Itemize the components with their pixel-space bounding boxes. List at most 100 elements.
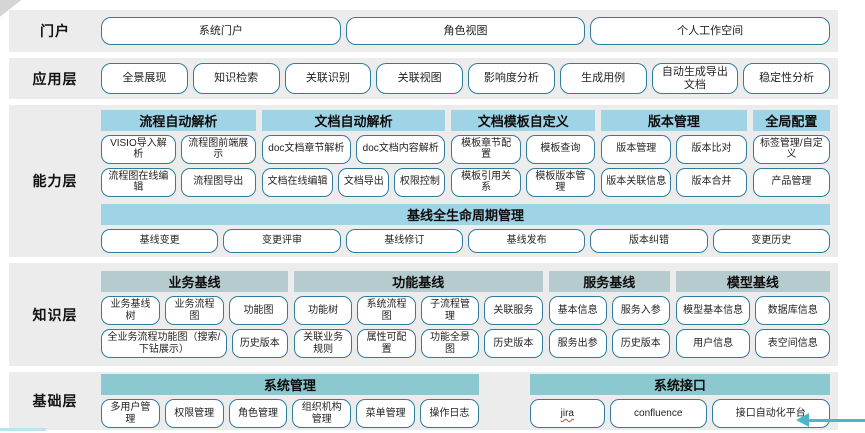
group-baseline-lifecycle: 基线全生命周期管理基线变更变更评审基线修订基线发布版本纠错变更历史 <box>101 203 830 253</box>
section-row: 全景展现知识检索关联识别关联视图影响度分析生成用例自动生成导出文档稳定性分析 <box>101 62 830 95</box>
feature-button[interactable]: 模板引用关系 <box>451 167 521 197</box>
feature-button[interactable]: 关联识别 <box>284 62 372 95</box>
feature-button[interactable]: 版本比对 <box>676 134 747 164</box>
feature-button[interactable]: doc文档内容解析 <box>356 134 446 164</box>
feature-button[interactable]: 属性可配置 <box>357 329 416 358</box>
feature-button[interactable]: 基本信息 <box>548 296 607 325</box>
feature-button[interactable]: 系统门户 <box>101 17 341 45</box>
feature-button[interactable]: 变更历史 <box>712 228 830 253</box>
feature-button[interactable]: 模板版本管理 <box>525 167 596 197</box>
feature-button[interactable]: 功能全景图 <box>420 329 480 358</box>
feature-button[interactable]: 接口自动化平台 <box>711 399 830 428</box>
arrow-shaft <box>809 418 865 422</box>
feature-button[interactable]: 文档在线编辑 <box>261 167 334 197</box>
feature-button[interactable]: 个人工作空间 <box>590 17 831 45</box>
feature-button[interactable]: 模型基本信息 <box>675 296 751 325</box>
feature-button[interactable]: 关联业务规则 <box>293 329 353 358</box>
layer-band-portal: 门户系统门户角色视图个人工作空间 <box>9 10 838 52</box>
group-model-baseline: 模型基线模型基本信息数据库信息用户信息表空间信息 <box>675 271 831 358</box>
group-business-baseline: 业务基线业务基线树业务流程图功能图全业务流程功能图（搜索/下钻展示）历史版本 <box>101 271 288 358</box>
feature-button[interactable]: 操作日志 <box>419 399 479 428</box>
feature-button[interactable]: 表空间信息 <box>755 329 831 358</box>
feature-button[interactable]: 历史版本 <box>611 329 670 358</box>
feature-button[interactable]: 流程图在线编辑 <box>101 167 176 197</box>
feature-button[interactable]: 关联视图 <box>376 62 463 95</box>
button-row: 关联业务规则属性可配置功能全景图历史版本 <box>293 329 543 358</box>
feature-button[interactable]: confluence <box>609 399 707 428</box>
feature-button[interactable]: 组织机构管理 <box>292 399 352 428</box>
feature-button[interactable]: 流程图导出 <box>180 167 256 197</box>
button-row: 基线变更变更评审基线修订基线发布版本纠错变更历史 <box>101 228 830 253</box>
button-row: 用户信息表空间信息 <box>675 329 831 358</box>
feature-button[interactable]: 模板查询 <box>525 134 596 164</box>
button-row: 版本管理版本比对 <box>601 134 747 164</box>
feature-button[interactable]: 流程图前端展示 <box>180 134 256 164</box>
feature-button[interactable]: doc文档章节解析 <box>261 134 352 164</box>
feature-button[interactable]: 多用户管理 <box>101 399 160 428</box>
section-row: 业务基线业务基线树业务流程图功能图全业务流程功能图（搜索/下钻展示）历史版本功能… <box>101 271 831 358</box>
feature-button[interactable]: jira <box>529 399 605 428</box>
feature-button[interactable]: 基线发布 <box>467 228 586 253</box>
group-doc-template-custom: 文档模板自定义模板章节配置模板查询模板引用关系模板版本管理 <box>451 109 596 197</box>
feature-button[interactable]: 服务入参 <box>611 296 670 325</box>
group-header-model-baseline: 模型基线 <box>675 271 830 292</box>
feature-button[interactable]: 基线修订 <box>345 228 463 253</box>
feature-button[interactable]: 菜单管理 <box>356 399 415 428</box>
feature-button[interactable]: 业务流程图 <box>164 296 224 325</box>
feature-button[interactable]: 生成用例 <box>559 62 647 95</box>
button-row: 模板引用关系模板版本管理 <box>451 167 596 197</box>
feature-button[interactable]: 文档导出 <box>338 167 390 197</box>
feature-button[interactable]: 数据库信息 <box>755 296 831 325</box>
feature-button[interactable]: 权限管理 <box>164 399 224 428</box>
button-row: 全业务流程功能图（搜索/下钻展示）历史版本 <box>101 329 288 358</box>
feature-button[interactable]: 自动生成导出文档 <box>651 62 739 95</box>
group-system-management: 系统管理多用户管理权限管理角色管理组织机构管理菜单管理操作日志 <box>101 374 479 428</box>
feature-button[interactable]: 全景展现 <box>101 62 188 95</box>
feature-button[interactable]: 角色管理 <box>228 399 288 428</box>
feature-button[interactable]: 影响度分析 <box>468 62 555 95</box>
feature-button[interactable]: 角色视图 <box>345 17 586 45</box>
feature-button[interactable]: 历史版本 <box>484 329 543 358</box>
feature-button[interactable]: 功能树 <box>293 296 353 325</box>
feature-button[interactable]: 知识检索 <box>192 62 280 95</box>
feature-button[interactable]: 用户信息 <box>675 329 751 358</box>
layer-label-capability: 能力层 <box>32 173 78 189</box>
feature-button[interactable]: 版本关联信息 <box>601 167 672 197</box>
feature-button[interactable]: 功能图 <box>228 296 288 325</box>
feature-button[interactable]: 模板章节配置 <box>451 134 521 164</box>
layer-content: 业务基线业务基线树业务流程图功能图全业务流程功能图（搜索/下钻展示）历史版本功能… <box>101 271 831 358</box>
button-row: VISIO导入解析流程图前端展示 <box>101 134 256 164</box>
feature-button[interactable]: 业务基线树 <box>101 296 160 325</box>
button-row: 全景展现知识检索关联识别关联视图影响度分析生成用例自动生成导出文档稳定性分析 <box>101 62 830 95</box>
group-header-version-management: 版本管理 <box>601 109 747 131</box>
feature-button[interactable]: 稳定性分析 <box>743 62 830 95</box>
button-row: 流程图在线编辑流程图导出 <box>101 167 256 197</box>
feature-button[interactable]: 版本纠错 <box>590 228 708 253</box>
feature-button[interactable]: 产品管理 <box>752 167 830 197</box>
feature-button[interactable]: 版本合并 <box>676 167 747 197</box>
feature-button[interactable]: 变更评审 <box>223 228 341 253</box>
feature-button[interactable]: 子流程管理 <box>420 296 480 325</box>
feature-button[interactable]: 版本管理 <box>601 134 672 164</box>
feature-button[interactable]: 系统流程图 <box>357 296 416 325</box>
feature-button[interactable]: VISIO导入解析 <box>101 134 176 164</box>
group-application-buttons: 全景展现知识检索关联识别关联视图影响度分析生成用例自动生成导出文档稳定性分析 <box>101 62 830 95</box>
layer-label-foundation: 基础层 <box>32 393 78 409</box>
button-row: 标签管理/自定义 <box>752 134 830 164</box>
feature-button[interactable]: 标签管理/自定义 <box>752 134 830 164</box>
feature-button[interactable]: 全业务流程功能图（搜索/下钻展示） <box>101 329 227 358</box>
feature-button[interactable]: 基线变更 <box>101 228 219 253</box>
feature-button[interactable]: 历史版本 <box>231 329 288 358</box>
button-row: 产品管理 <box>752 167 830 197</box>
feature-button[interactable]: 服务出参 <box>548 329 607 358</box>
feature-button[interactable]: 权限控制 <box>394 167 446 197</box>
group-header-doc-template-custom: 文档模板自定义 <box>451 109 596 131</box>
feature-button[interactable]: 关联服务 <box>484 296 543 325</box>
